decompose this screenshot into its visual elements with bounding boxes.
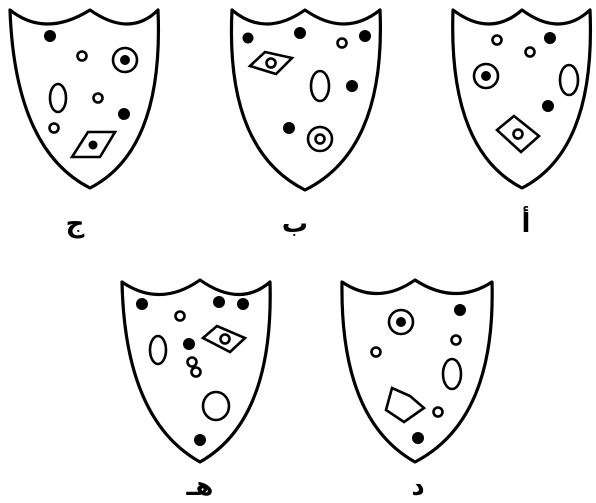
solid-dot — [359, 30, 371, 42]
shield-ba: ب — [231, 10, 380, 239]
shield-label: أ — [522, 206, 531, 239]
solid-dot — [412, 432, 424, 444]
shield-label: ب — [282, 209, 308, 239]
shield-label: هـ — [186, 472, 214, 502]
solid-dot — [118, 108, 130, 120]
shield-label: د — [411, 472, 424, 502]
solid-dot — [544, 32, 556, 44]
ringed-dot-center — [481, 71, 491, 81]
solid-dot — [213, 296, 225, 308]
solid-dot — [136, 298, 148, 310]
solid-dot — [183, 338, 195, 350]
shield-ha: هـ — [122, 280, 270, 502]
shield-outline — [453, 10, 591, 188]
solid-dot — [542, 100, 554, 112]
shield-outline — [231, 10, 380, 190]
solid-dot — [44, 30, 56, 42]
shield-jim: ج — [10, 10, 158, 239]
ringed-dot-center — [396, 317, 406, 327]
solid-dot — [237, 298, 249, 310]
shield-label: ج — [66, 209, 85, 239]
solid-dot — [346, 80, 358, 92]
solid-dot — [243, 33, 254, 44]
solid-dot — [283, 122, 295, 134]
rhombus-dot — [89, 141, 98, 150]
solid-dot — [194, 434, 206, 446]
solid-dot — [454, 304, 466, 316]
shield-dal: د — [342, 280, 492, 502]
shield-alef: أ — [453, 10, 591, 239]
ringed-dot-center — [120, 55, 130, 65]
solid-dot — [294, 27, 306, 39]
shield-outline — [10, 10, 158, 188]
